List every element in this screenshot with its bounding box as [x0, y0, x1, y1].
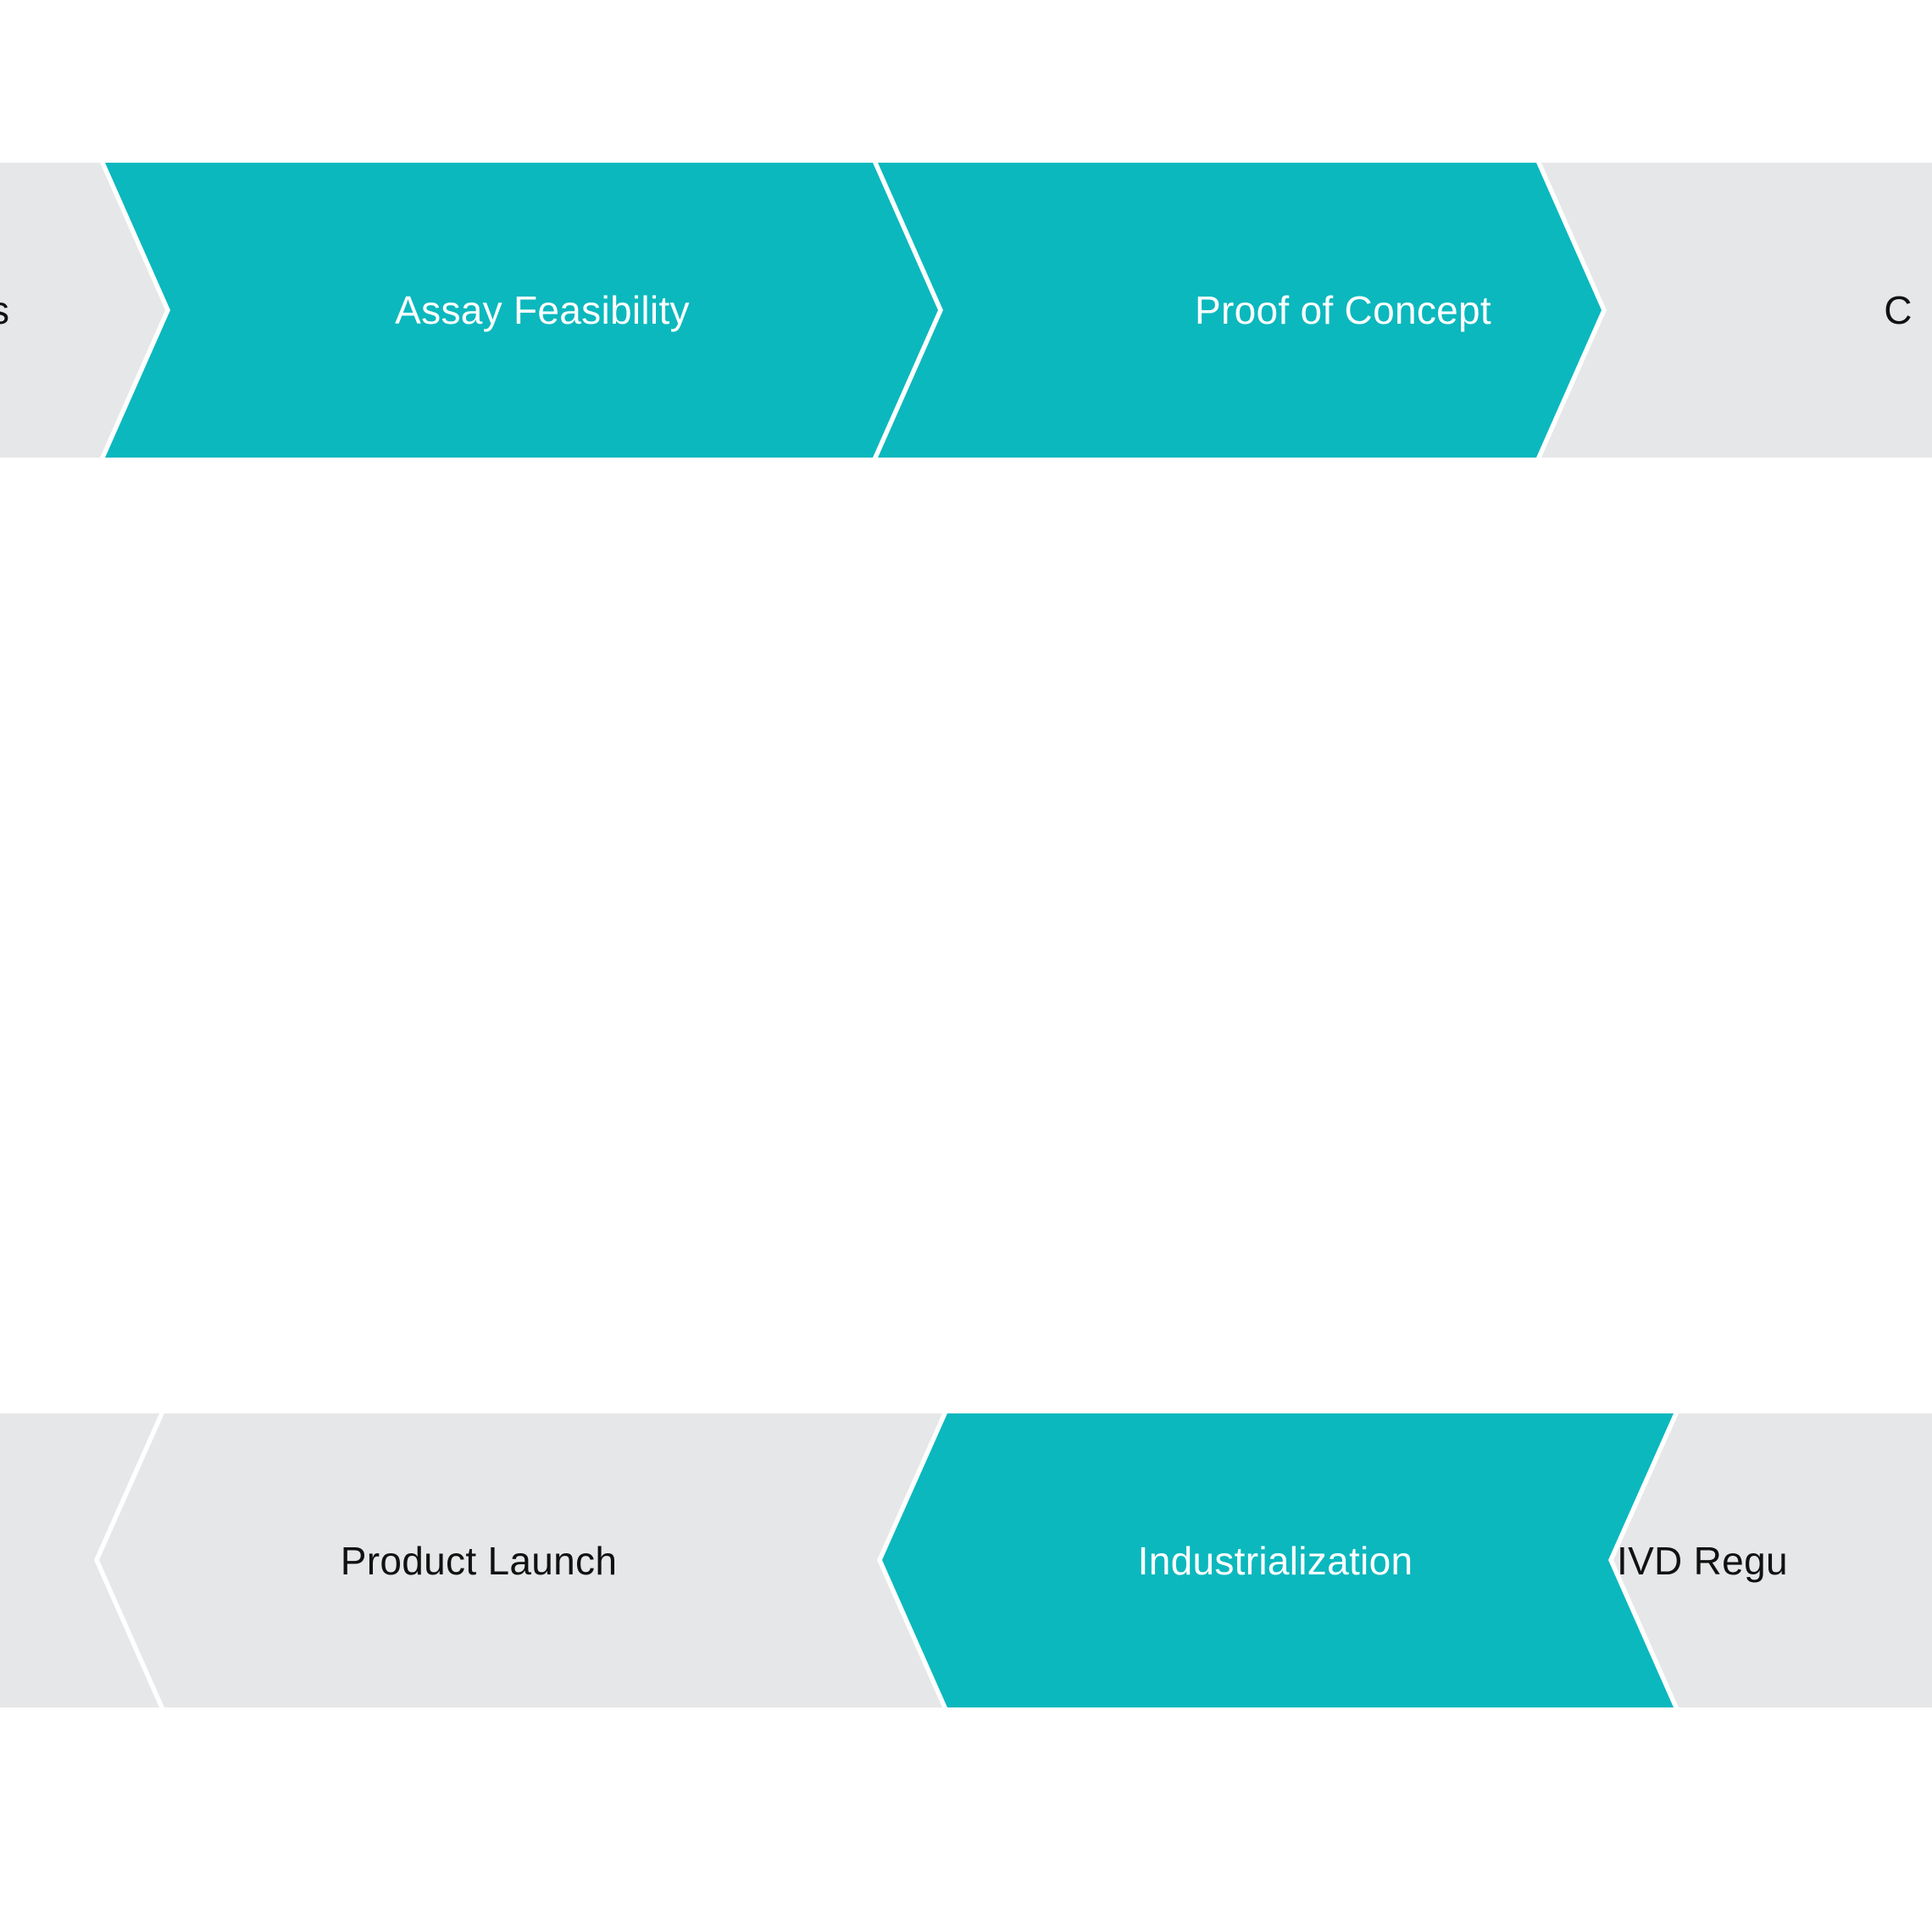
- process-row-bottom: nce Product Launch Industrialization IVD…: [0, 1413, 1932, 1707]
- chevron-top-1[interactable]: [105, 163, 938, 458]
- chevron-row-top-labels: nalysis Assay Feasibility Proof of Conce…: [0, 163, 1932, 458]
- chevron-row-bottom-shapes: [0, 1413, 1932, 1707]
- chevron-row-top-shapes: [0, 163, 1932, 458]
- chevron-label-bottom-1[interactable]: Product Launch: [340, 1538, 618, 1583]
- chevron-top-2[interactable]: [878, 163, 1602, 458]
- chevron-label-bottom-2[interactable]: Industrialization: [1137, 1538, 1413, 1583]
- process-row-top: nalysis Assay Feasibility Proof of Conce…: [0, 163, 1932, 458]
- chevron-row-bottom-labels: nce Product Launch Industrialization IVD…: [0, 1413, 1932, 1707]
- chevron-bottom-3[interactable]: [1613, 1413, 1932, 1707]
- chevron-label-bottom-3[interactable]: IVD Regu: [1617, 1538, 1788, 1583]
- chevron-label-top-0[interactable]: nalysis: [0, 163, 178, 458]
- chevron-label-top-3[interactable]: C: [1884, 288, 1913, 332]
- chevron-bottom-1[interactable]: [99, 1413, 942, 1707]
- chevron-top-3[interactable]: [1541, 163, 1932, 458]
- chevron-top-0[interactable]: [0, 163, 165, 458]
- chevron-label-top-2[interactable]: Proof of Concept: [1194, 288, 1491, 332]
- chevron-label-top-1[interactable]: Assay Feasibility: [395, 288, 690, 332]
- chevron-bottom-0[interactable]: [0, 1413, 159, 1707]
- chevron-bottom-2[interactable]: [882, 1413, 1674, 1707]
